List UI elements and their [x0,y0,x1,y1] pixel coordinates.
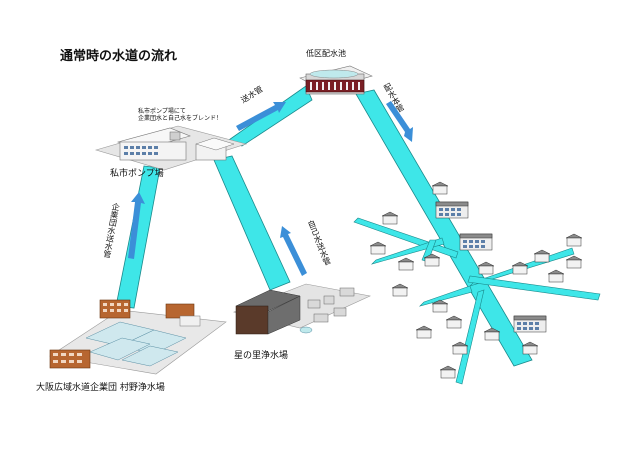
murano-plant [49,299,227,375]
pipe-pump-to-reservoir [225,85,313,147]
arrow-transmit [236,102,286,131]
branch-5 [455,289,485,385]
house [423,253,441,267]
house [483,327,501,341]
house [445,315,463,329]
house [533,249,551,263]
branch-6 [418,285,473,307]
pump-note-line-2: 企業団水と自己水をブレンド！ [138,115,223,122]
apartment [459,233,493,251]
reservoir-label: 低区配水池 [306,49,346,58]
flow-arrows [128,101,413,276]
murano-label: 大阪広域水道企業団 村野浄水場 [36,383,165,393]
reservoir-building [299,65,373,95]
apartment [435,201,469,219]
house [511,261,529,275]
pipe-murano-to-pump [115,165,161,309]
arrow-corp-up [128,192,145,259]
pump-label: 私市ポンプ場 [110,169,164,179]
house [565,233,583,247]
hoshi-plant [233,283,371,335]
arrow-main-down [386,101,413,142]
house [397,257,415,271]
house [431,181,449,195]
house [439,365,457,379]
house [477,261,495,275]
house [547,269,565,283]
house [391,283,409,297]
diagram-title: 通常時の水道の流れ [60,49,178,64]
house [521,341,539,355]
houses [369,181,583,379]
pump-note: 私市ポンプ場にて 企業団水と自己水をブレンド！ [138,108,222,122]
house [451,341,469,355]
pipe-hoshi-to-pump [213,155,291,291]
house [431,299,449,313]
arrow-self-up [280,226,307,276]
house [381,211,399,225]
branch-4 [467,275,601,301]
pump-note-line-1: 私市ポンプ場にて [138,108,186,115]
house [415,325,433,339]
hoshi-label: 星の里浄水場 [234,351,289,361]
house [369,241,387,255]
apartment [513,315,547,333]
pump-station [94,125,248,171]
apartments [435,201,547,333]
house [565,255,583,269]
pipe-reservoir-main [355,89,533,367]
branch-2 [370,237,445,265]
